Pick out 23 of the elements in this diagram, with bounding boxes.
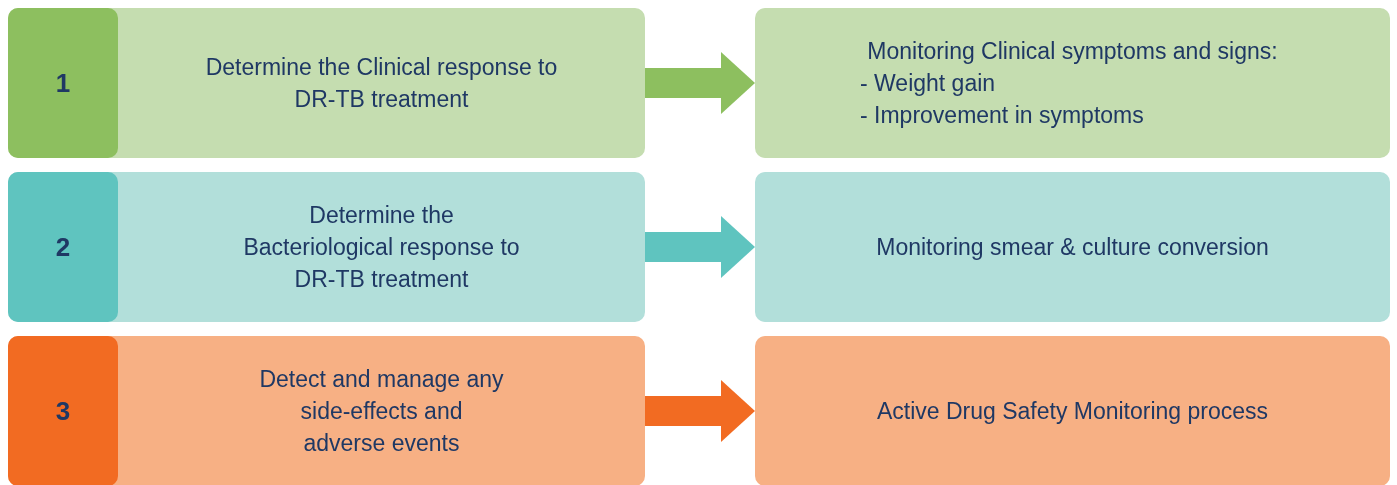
bullet-item: - Improvement in symptoms — [860, 101, 1144, 130]
card-text: Determine the Bacteriological response to DR-TB treatment — [242, 201, 521, 294]
block-arrow — [645, 380, 755, 442]
card-text: Determine the Clinical response to DR-TB treatment — [204, 53, 559, 114]
card-text: Active Drug Safety Monitoring process — [876, 397, 1269, 426]
number-tab — [8, 172, 118, 322]
task-card — [8, 336, 645, 485]
step-number: 2 — [55, 231, 71, 263]
step-number: 1 — [55, 67, 71, 99]
task-card — [8, 172, 645, 322]
bullet-item: - Weight gain — [860, 69, 996, 98]
number-tab — [8, 336, 118, 485]
block-arrow — [645, 216, 755, 278]
card-text: Monitoring Clinical symptoms and signs: — [867, 37, 1278, 66]
monitoring-card — [755, 336, 1390, 485]
task-card — [8, 8, 645, 158]
step-number: 3 — [55, 395, 71, 427]
number-tab — [8, 8, 118, 158]
card-text: Monitoring smear & culture conversion — [876, 233, 1269, 262]
card-text: Detect and manage any side-effects and adverse events — [259, 365, 504, 458]
monitoring-card — [755, 8, 1390, 158]
monitoring-card — [755, 172, 1390, 322]
block-arrow — [645, 52, 755, 114]
